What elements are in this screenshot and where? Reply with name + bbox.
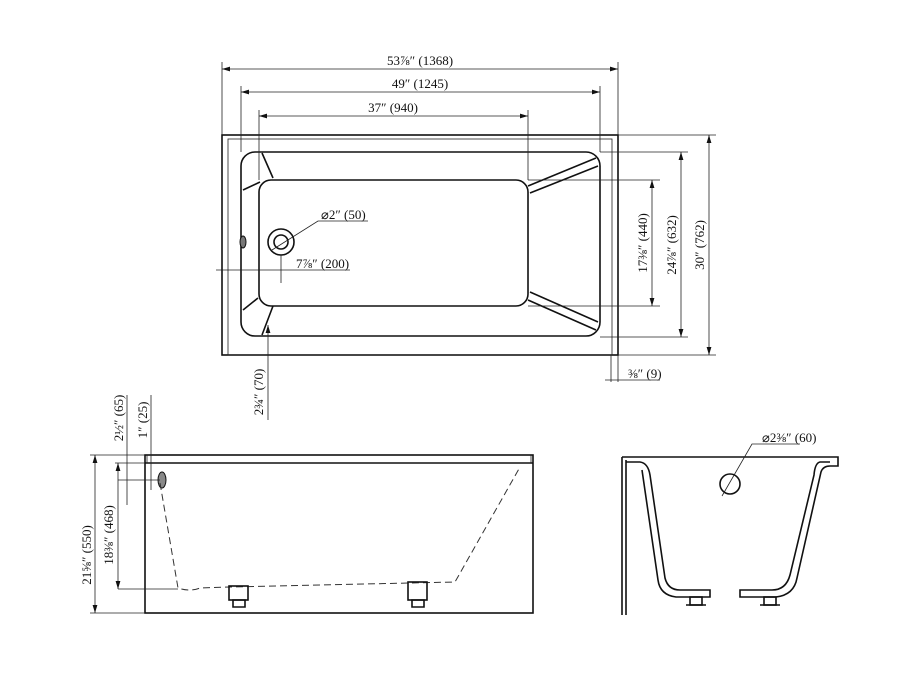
dim-overall-width: 30″ (762)	[692, 220, 707, 270]
dim-rim-thickness: 1″ (25)	[135, 402, 150, 439]
dim-interior-depth: 18⅜″ (468)	[101, 505, 116, 565]
dim-deck-edge: 2¾″ (70)	[251, 369, 266, 416]
overflow-hole-icon	[719, 473, 741, 495]
dim-drain-offset: 7⅞″ (200)	[296, 256, 349, 271]
dim-overall-length: 53⅞″ (1368)	[387, 53, 453, 68]
dim-rim-length: 49″ (1245)	[392, 76, 448, 91]
dim-overflow-height: 2½″ (65)	[111, 395, 126, 442]
dim-floor-width: 17⅜″ (440)	[635, 213, 650, 273]
dim-floor-length: 37″ (940)	[368, 100, 418, 115]
side-view: 21⅝″ (550) 18⅜″ (468) 2½″ (65) 1″ (25)	[79, 395, 534, 614]
dim-drain-diameter: ⌀2″ (50)	[321, 207, 366, 222]
dim-rim-width: 24⅞″ (632)	[664, 215, 679, 275]
drain-icon	[267, 228, 295, 256]
end-view: ⌀2⅜″ (60)	[621, 430, 839, 615]
dim-overall-height: 21⅝″ (550)	[79, 525, 94, 585]
dim-apron-thickness: ⅜″ (9)	[628, 366, 662, 381]
dim-overflow-diameter: ⌀2⅜″ (60)	[762, 430, 816, 445]
top-view: 53⅞″ (1368) 49″ (1245) 37″ (940) ⌀2″ (50…	[216, 53, 716, 420]
overflow-icon	[239, 235, 247, 249]
